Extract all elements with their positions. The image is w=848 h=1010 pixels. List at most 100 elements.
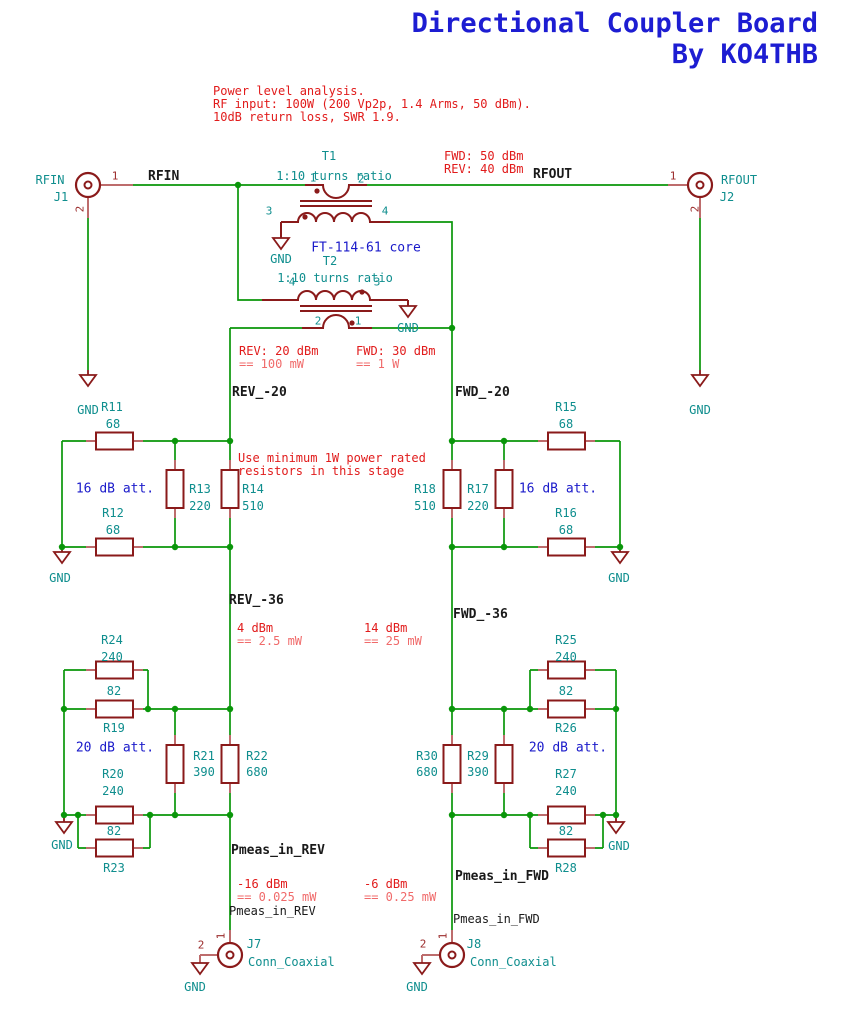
junction-dot: [234, 181, 242, 189]
gnd-label: GND: [270, 252, 292, 266]
junction-dot: [171, 437, 179, 445]
j7-pin2: 2: [197, 938, 205, 952]
r29-ref: R29: [467, 749, 489, 763]
note-top-fwd: FWD: 50 dBm: [444, 149, 524, 163]
note-att16-right: 16 dB att.: [518, 481, 598, 497]
r11-value: 68: [105, 417, 121, 431]
resistor-r15-symbol: [547, 431, 586, 451]
junction-dot: [144, 705, 152, 713]
r21-ref: R21: [193, 749, 215, 763]
junction-dot: [599, 811, 607, 819]
junction-dot: [526, 811, 534, 819]
junction-dot: [612, 705, 620, 713]
junction-dot: [500, 811, 508, 819]
note-fwd20-l2: == 1 W: [356, 357, 400, 371]
gnd-label: GND: [77, 403, 99, 417]
junction-dot: [171, 543, 179, 551]
junction-dot: [526, 705, 534, 713]
junction-dot: [500, 543, 508, 551]
note-fwd20-l1: FWD: 30 dBm: [356, 344, 436, 358]
j1-name: RFIN: [35, 173, 65, 187]
j1-pin1: 1: [111, 169, 119, 183]
r23-ref: R23: [103, 861, 125, 875]
junction-dot: [448, 705, 456, 713]
note-rev20-l1: REV: 20 dBm: [239, 344, 319, 358]
connector-j7-symbol: [216, 941, 244, 969]
r22-ref: R22: [246, 749, 268, 763]
r13-ref: R13: [189, 482, 211, 496]
t2-pin3: 3: [373, 275, 381, 289]
junction-dot: [171, 811, 179, 819]
resistor-r14-symbol: [220, 469, 240, 509]
resistor-r26-symbol: [547, 699, 586, 719]
r16-ref: R16: [555, 506, 577, 520]
note-att20-left: 20 dB att.: [75, 740, 155, 756]
net-label-rfin: RFIN: [148, 169, 180, 184]
note-fwd36-l1: 14 dBm: [364, 621, 408, 635]
r20-value: 240: [102, 784, 124, 798]
transformer-t2-symbol: [262, 290, 409, 329]
net-label-pmeas-rev: Pmeas_in_REV: [231, 843, 325, 858]
junction-dot: [448, 437, 456, 445]
net-label-rev20: REV_-20: [232, 385, 287, 400]
j7-ref: J7: [246, 937, 262, 951]
note-att20-right: 20 dB att.: [528, 740, 608, 756]
junction-dot: [612, 811, 620, 819]
net-label-fwd20: FWD_-20: [455, 385, 510, 400]
junction-dot: [146, 811, 154, 819]
page-title: Directional Coupler Board By KO4THB: [412, 8, 818, 70]
polarity-dot: [302, 188, 365, 326]
net-label-fwd36: FWD_-36: [453, 607, 508, 622]
note-top-rev: REV: 40 dBm: [444, 162, 524, 176]
t2-ref: T2: [322, 254, 338, 268]
junction-dot: [60, 705, 68, 713]
junction-dot: [616, 543, 624, 551]
r18-value: 510: [414, 499, 436, 513]
junction-dot: [171, 705, 179, 713]
r15-ref: R15: [555, 400, 577, 414]
r24-ref: R24: [101, 633, 123, 647]
junction-dot: [500, 705, 508, 713]
local-label-pmeas-fwd: Pmeas_in_FWD: [453, 912, 540, 926]
resistor-r29-symbol: [494, 744, 514, 784]
r27-ref: R27: [555, 767, 577, 781]
j7-pin1: 1: [214, 932, 228, 940]
r24-value: 240: [101, 650, 123, 664]
note-rev20-l2: == 100 mW: [239, 357, 305, 371]
r28-value: 82: [558, 824, 574, 838]
junction-dot: [226, 543, 234, 551]
r26-ref: R26: [555, 721, 577, 735]
junction-dot: [448, 543, 456, 551]
t1-pin1: 1: [309, 171, 317, 185]
gnd-label: GND: [397, 321, 419, 335]
t2-pin1: 1: [354, 314, 362, 328]
junction-dot: [226, 811, 234, 819]
note-rated-l1: Use minimum 1W power rated: [238, 451, 426, 465]
j7-value: Conn_Coaxial: [248, 955, 335, 969]
connector-j1-symbol: [74, 171, 102, 199]
t2-pin4: 4: [288, 275, 296, 289]
j8-value: Conn_Coaxial: [470, 955, 557, 969]
t2-ratio: 1:10 turns ratio: [277, 271, 393, 285]
pin-lead: [86, 184, 701, 963]
resistor-r27-symbol: [547, 805, 586, 825]
junction-dot: [226, 705, 234, 713]
note-revmeas-l2: == 0.025 mW: [237, 890, 317, 904]
resistor-r18-symbol: [442, 469, 462, 509]
gnd-label: GND: [49, 571, 71, 585]
r27-value: 240: [555, 784, 577, 798]
junction-dot: [448, 324, 456, 332]
j2-pin2: 2: [688, 205, 702, 213]
t1-pin2: 2: [357, 172, 365, 186]
t1-ratio: 1:10 turns ratio: [276, 169, 392, 183]
note-power-line2: RF input: 100W (200 Vp2p, 1.4 Arms, 50 d…: [213, 97, 531, 111]
resistor-r12-symbol: [95, 537, 134, 557]
resistor-r19-symbol: [95, 699, 134, 719]
resistor-r23-symbol: [95, 838, 134, 858]
r14-value: 510: [242, 499, 264, 513]
junction-dot: [500, 437, 508, 445]
j2-pin1: 1: [669, 169, 677, 183]
resistor-r21-symbol: [165, 744, 185, 784]
note-rev36-l2: == 2.5 mW: [237, 634, 303, 648]
